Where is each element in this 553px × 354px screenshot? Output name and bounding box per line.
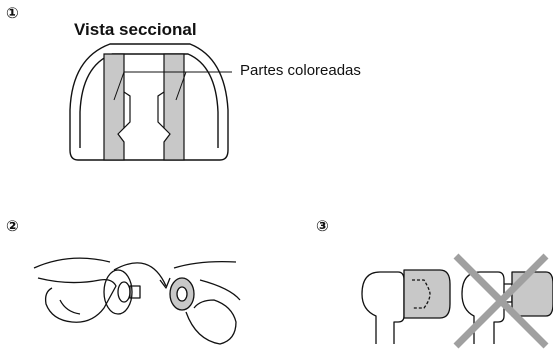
attach-tip-illustration bbox=[33, 257, 241, 345]
step-1-marker: ① bbox=[6, 4, 19, 22]
step-2-marker: ② bbox=[6, 217, 19, 235]
colored-part-right bbox=[163, 53, 185, 161]
step-3-marker: ③ bbox=[316, 217, 329, 235]
section-view-title: Vista seccional bbox=[74, 20, 197, 39]
tip-incorrect bbox=[511, 271, 553, 317]
colored-part-left bbox=[103, 53, 125, 161]
incorrect-cross-mark bbox=[453, 253, 549, 349]
tip-correct bbox=[403, 269, 451, 319]
colored-parts-callout: Partes coloreadas bbox=[240, 62, 361, 79]
